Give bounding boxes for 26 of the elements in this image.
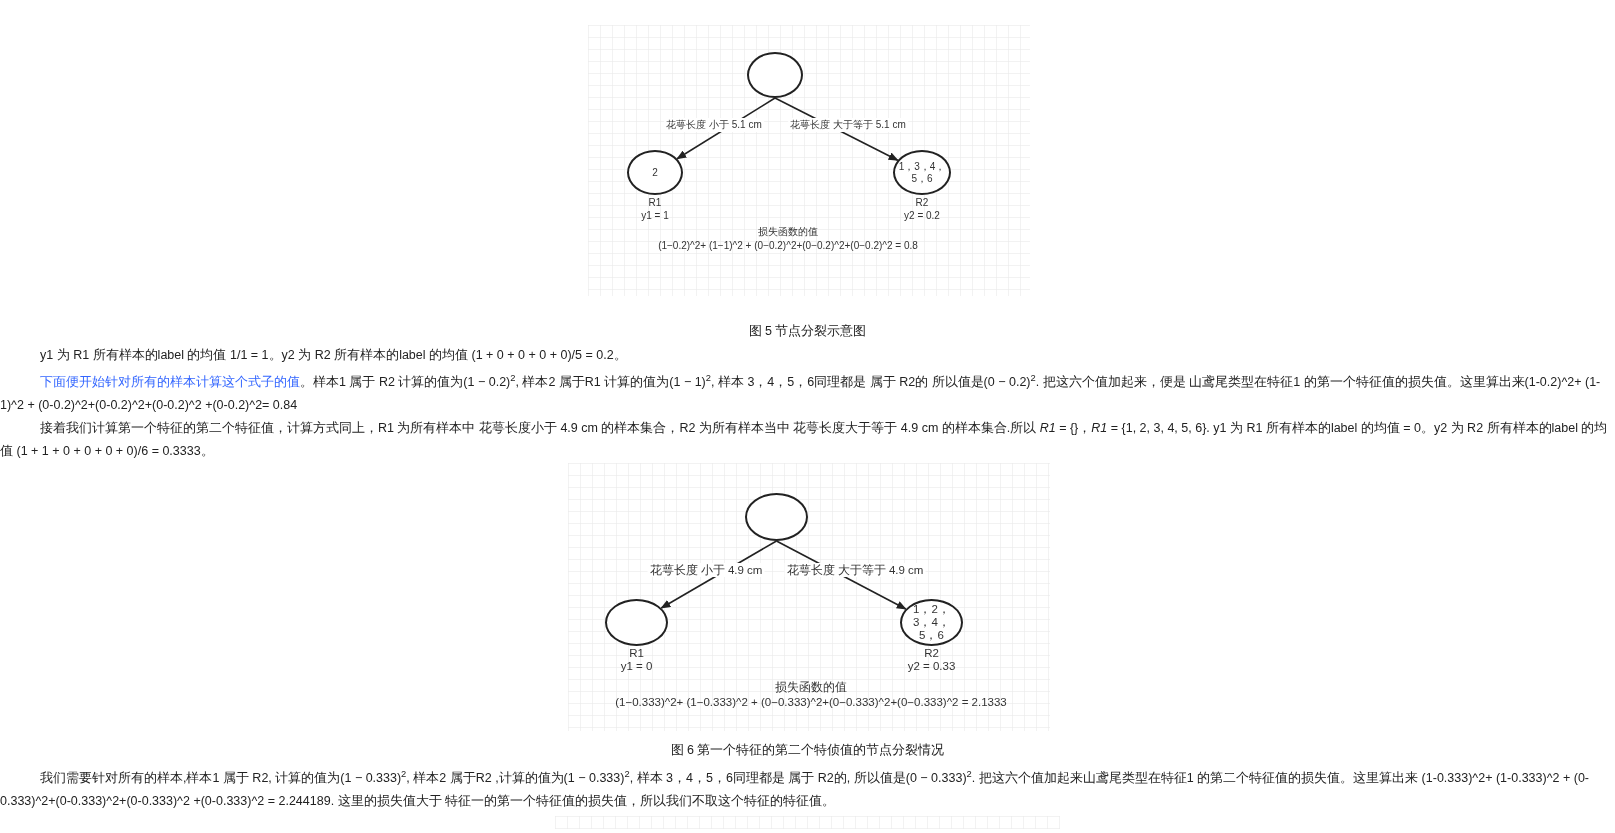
loss-formula: 损失函数的值 <box>775 680 847 694</box>
loss-formula: (1−0.2)^2+ (1−1)^2 + (0−0.2)^2+(0−0.2)^2+(0−0.2)^2 = 0.8 <box>658 239 918 253</box>
text-link: 下面便开始针对所有的样本计算这个式子的值 <box>40 375 300 389</box>
region-label: y1 = 1 <box>641 209 669 222</box>
region-label: R1 <box>629 647 644 660</box>
loss-formula: 损失函数的值 <box>758 225 818 239</box>
region-label: y2 = 0.2 <box>904 209 940 222</box>
sample-ids: 1，2，3，4，5，6 <box>912 602 951 643</box>
region-label: R2 <box>924 647 939 660</box>
region-label: R1 <box>648 196 662 209</box>
edge-label: 花萼长度 大于等于 4.9 cm <box>784 563 926 577</box>
edge-label: 花萼长度 小于 5.1 cm <box>664 118 764 132</box>
loss-formula: (1−0.333)^2+ (1−0.333)^2 + (0−0.333)^2+(0−0.333)^2+(0−0.333)^2 = 2.1333 <box>615 695 1007 709</box>
paragraph: 下面便开始针对所有的样本计算这个式子的值。样本1 属于 R2 计算的值为(1 − 0.2)$^{2}$, 样本2 属于R1 计算的值为(1 − 1)$^{2}$, 样本 3，4，5，6同理都是 属于 R2的 所以值是(0 − 0.2)$^{2}$. 把这六个值加起来，便是 山鸢尾类型在特征1 的第一个特征值的损失值。这里算出来(1-0.2)^2+ (1-1)^2 + (0-0.2)^2+(0-0.2)^2+(0-0.2)^2 +(0-0.2)^2= 0.84 <box>0 372 1602 414</box>
edge-label: 花萼长度 大于等于 5.1 cm <box>788 118 908 132</box>
edge-label: 花萼长度 小于 4.9 cm <box>647 563 765 577</box>
figure-caption: 图 6 第一个特征的第二个特侦值的节点分裂情况 <box>670 742 945 759</box>
paragraph: 我们需要针对所有的样本,样本1 属于 R2, 计算的值为(1 − 0.333)$^{2}$, 样本2 属于R2 ,计算的值为(1 − 0.333)$^{2}$, 样本 3，4，5，6同理都是 属于 R2的, 所以值是(0 − 0.333)$^{2}$. 把这六个值加起来山鸢尾类型在特征1 的第二个特征值的损失值。这里算出来 (1-0.333)^2+ (1-0.333)^2 + (0-0.333)^2+(0-0.333)^2+(0-0.333)^2 +(0-0.333)^2 = 2.244189. 这里的损失值大于 特征一的第一个特征值的损失值，所以我们不取这个特征的特征值。 <box>0 768 1590 810</box>
region-label: y1 = 0 <box>620 660 653 673</box>
sample-ids: 1，3，4，5，6 <box>897 161 947 184</box>
figure-caption: 图 5 节点分裂示意图 <box>748 323 867 340</box>
region-label: R2 <box>915 196 929 209</box>
region-label: y2 = 0.33 <box>907 660 956 673</box>
sample-ids: 2 <box>651 166 659 179</box>
paragraph: y1 为 R1 所有样本的label 的均值 1/1 = 1。y2 为 R2 所有样本的label 的均值 (1 + 0 + 0 + 0 + 0)/5 = 0.2。 <box>39 347 628 364</box>
paragraph: 接着我们计算第一个特征的第二个特征值，计算方式同上，R1 为所有样本中 花萼长度小于 4.9 cm 的样本集合，R2 为所有样本当中 花萼长度大于等于 4.9 cm 的样本集合.所以 R1 = {}，R1 = {1, 2, 3, 4, 5, 6}. y1 为 R1 所有样本的label 的均值 = 0。y2 为 R2 所有样本的label 的均值 (1 + 1 + 0 + 0 + 0 + 0)/6 = 0.3333。 <box>0 420 1609 460</box>
